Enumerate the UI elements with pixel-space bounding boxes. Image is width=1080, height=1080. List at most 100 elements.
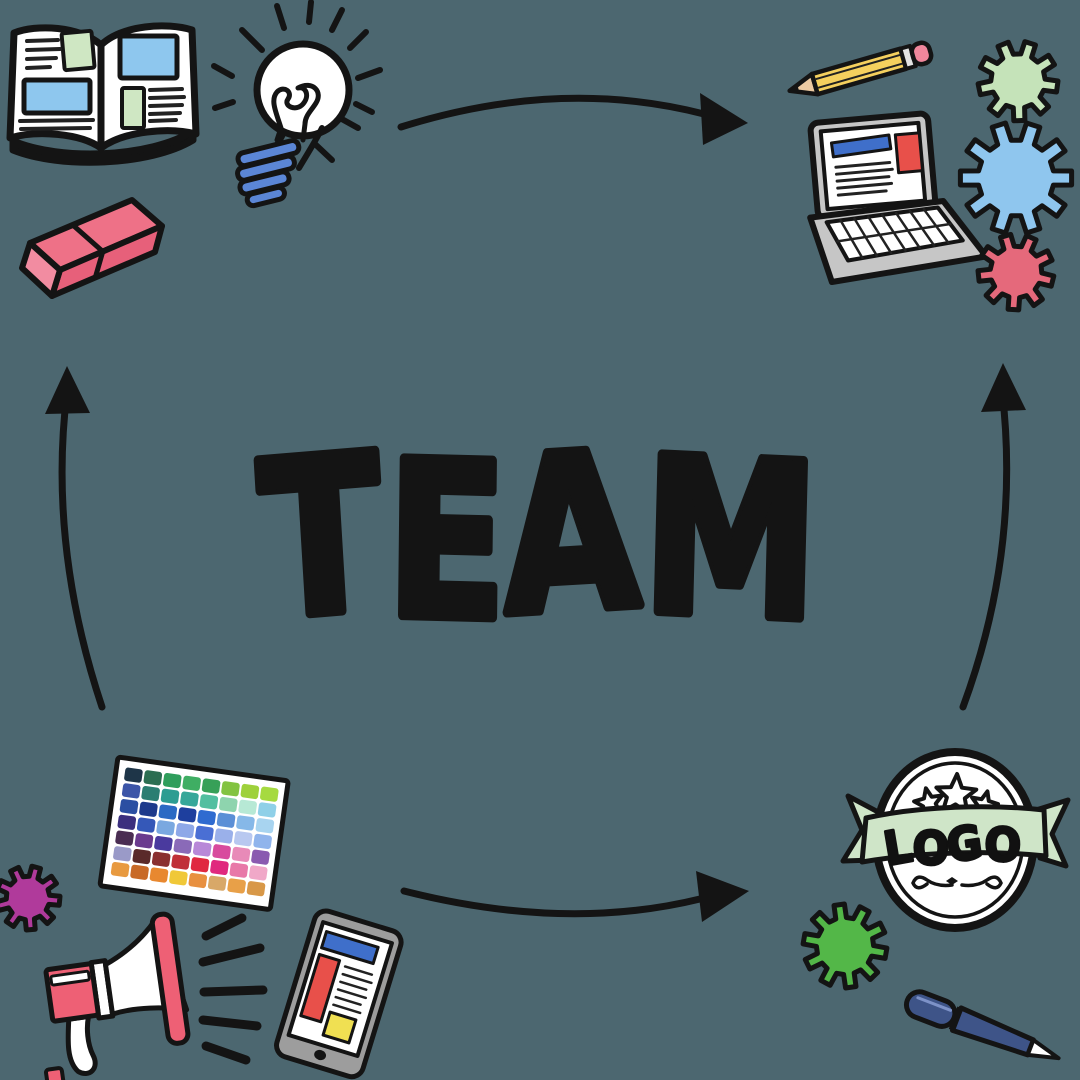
- palette-swatch: [124, 767, 143, 783]
- palette-swatch: [160, 788, 180, 804]
- text-line: [834, 161, 892, 169]
- palette-swatch: [201, 778, 221, 794]
- screen-red-block: [893, 131, 925, 175]
- arrow-bottom-curve: [400, 887, 704, 918]
- text-line: [835, 175, 891, 183]
- palette-swatches: [110, 767, 279, 897]
- text-line: [148, 103, 184, 108]
- palette-swatch: [218, 796, 238, 813]
- badge-flourish: [911, 875, 1003, 890]
- palette-swatch: [212, 844, 231, 860]
- palette-swatch: [188, 872, 208, 889]
- palette-swatch: [177, 807, 197, 823]
- palette-swatch: [162, 773, 182, 789]
- palette-swatch: [110, 862, 130, 878]
- palette-swatch: [260, 786, 279, 802]
- arrow-bottom: [400, 871, 749, 922]
- palette-swatch: [221, 781, 240, 797]
- ray-line: [347, 29, 369, 51]
- pen-ring: [948, 1006, 962, 1031]
- sound-line: [201, 913, 247, 941]
- text-line: [334, 995, 362, 1006]
- book-icon: [6, 22, 200, 166]
- lightbulb-rays: [211, 0, 383, 163]
- text-line: [148, 87, 184, 92]
- palette-swatch: [121, 783, 141, 799]
- pencil-graphite: [789, 84, 800, 93]
- text-line: [148, 118, 178, 123]
- text-line: [343, 965, 374, 976]
- ray-line: [274, 3, 287, 31]
- palette-swatch: [199, 794, 219, 810]
- palette-swatch: [117, 814, 137, 830]
- laptop-icon: [807, 110, 990, 285]
- megaphone-icon: [43, 911, 268, 1080]
- ray-line: [353, 101, 375, 115]
- screen-blue-bar: [829, 133, 893, 159]
- text-line: [836, 181, 894, 190]
- ray-line: [337, 115, 361, 131]
- text-line: [25, 47, 62, 52]
- gear-red: [975, 231, 1057, 313]
- text-line: [25, 56, 58, 61]
- palette-swatch: [197, 809, 216, 826]
- palette-swatch: [143, 770, 163, 786]
- text-line: [148, 95, 186, 100]
- palette-swatch: [130, 864, 149, 880]
- ray-line: [329, 7, 345, 33]
- text-line: [836, 189, 888, 197]
- sound-line: [201, 1041, 251, 1065]
- lightbulb-base: [235, 138, 302, 209]
- palette-swatch: [257, 802, 277, 818]
- phone-yellow-block: [321, 1010, 358, 1045]
- arrow-right: [959, 363, 1026, 711]
- text-line: [148, 111, 182, 116]
- palette-swatch: [139, 801, 158, 817]
- palette-swatch: [154, 835, 173, 852]
- pencil-eraser: [909, 40, 934, 67]
- megaphone-handle: [65, 1013, 98, 1076]
- palette-swatch: [171, 854, 190, 870]
- ray-line: [312, 141, 335, 163]
- palette-swatch: [253, 833, 272, 850]
- palette-swatch: [251, 849, 270, 865]
- arrow-top-head: [700, 93, 748, 145]
- palette-swatch: [182, 775, 201, 791]
- book-page-stack: [9, 127, 197, 166]
- lightbulb-filament: [271, 82, 321, 143]
- text-line: [19, 126, 92, 131]
- palette-swatch: [233, 831, 253, 847]
- palette-swatch: [180, 791, 199, 807]
- ribbon-band: [859, 804, 1049, 865]
- text-line: [341, 972, 373, 985]
- ray-line: [211, 63, 235, 79]
- text-line: [332, 1003, 362, 1015]
- gear-green-top: [975, 39, 1061, 124]
- gear-magenta: [0, 863, 63, 933]
- palette-swatch: [195, 825, 214, 841]
- text-line: [835, 167, 894, 176]
- ray-line: [355, 67, 383, 81]
- sound-line: [198, 943, 265, 967]
- book-blue-block: [117, 33, 180, 81]
- base-stripe: [244, 184, 287, 209]
- palette-swatch: [255, 818, 275, 834]
- palette-swatch: [169, 870, 188, 886]
- team-title: TEAM: [252, 401, 827, 677]
- palette-swatch: [192, 841, 212, 857]
- phone-home-button: [314, 1049, 327, 1061]
- palette-swatch: [210, 859, 229, 876]
- palette-swatch: [229, 862, 249, 878]
- arrow-left-curve: [58, 388, 106, 711]
- pencil-icon: [787, 40, 934, 97]
- eraser-icon: [19, 197, 165, 299]
- lightbulb-icon: [211, 0, 383, 209]
- text-line: [18, 118, 95, 123]
- pen-icon: [903, 989, 1061, 1061]
- arrow-left-head: [45, 366, 90, 414]
- palette-swatch: [156, 820, 175, 836]
- text-line: [336, 988, 368, 1000]
- book-green-block: [59, 28, 97, 73]
